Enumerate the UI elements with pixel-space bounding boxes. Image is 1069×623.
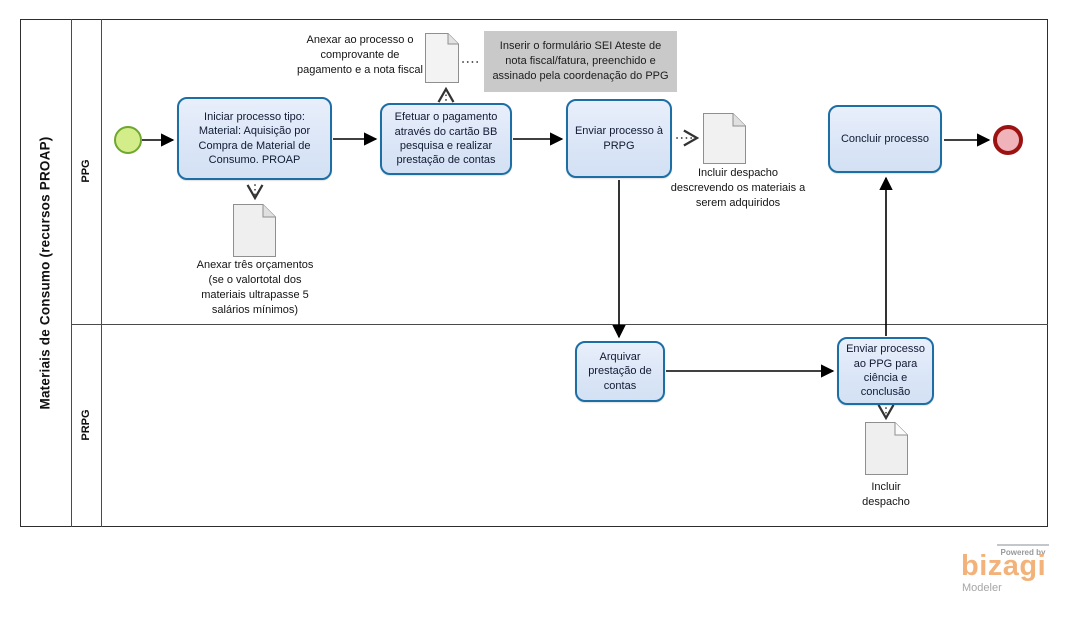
lane-divider [71,324,1048,325]
bizagi-logo: bizagi [961,550,1047,582]
text-annotation-sei[interactable]: Inserir o formulário SEI Ateste de nota … [484,31,677,92]
task-efetuar-pagamento[interactable]: Efetuar o pagamento através do cartão BB… [380,103,512,175]
document-icon-orcamentos[interactable] [233,204,276,262]
task-label: Efetuar o pagamento através do cartão BB… [394,111,498,167]
text-annotation-label: Inserir o formulário SEI Ateste de nota … [492,40,669,82]
task-label: Concluir processo [840,132,930,145]
doc-label-orcamentos: Anexar três orçamentos (se o valortotal … [196,259,314,316]
pool-materiais-de-consumo[interactable] [20,19,1048,527]
bizagi-modeler-label: Modeler [962,582,1002,594]
document-icon-despacho[interactable] [865,422,908,480]
doc-label-comprovante: Anexar ao processo o comprovante de paga… [297,34,423,76]
doc-label-despacho: Incluir despacho [862,481,910,508]
task-label: Iniciar processo tipo: Material: Aquisiç… [198,110,311,166]
start-event[interactable] [114,126,142,154]
doc-label-despacho-materiais: Incluir despacho descrevendo os materiai… [670,167,806,209]
task-arquivar-prestacao[interactable]: Arquivar prestação de contas [575,341,665,402]
powered-by-label: Powered by [997,544,1049,557]
document-icon-comprovante[interactable] [425,33,459,88]
document-icon-despacho-materiais[interactable] [703,113,746,169]
lane-label-separator [101,19,102,527]
task-iniciar-processo[interactable]: Iniciar processo tipo: Material: Aquisiç… [177,97,332,180]
pool-title-separator [71,19,72,527]
task-enviar-processo-ppg[interactable]: Enviar processo ao PPG para ciência e co… [837,337,934,405]
task-label: Arquivar prestação de contas [588,351,652,392]
task-label: Enviar processo à PRPG [574,125,664,152]
task-concluir-processo[interactable]: Concluir processo [828,105,942,173]
end-event[interactable] [993,125,1023,155]
task-label: Enviar processo ao PPG para ciência e co… [846,343,925,399]
task-enviar-processo-prpg[interactable]: Enviar processo à PRPG [566,99,672,178]
